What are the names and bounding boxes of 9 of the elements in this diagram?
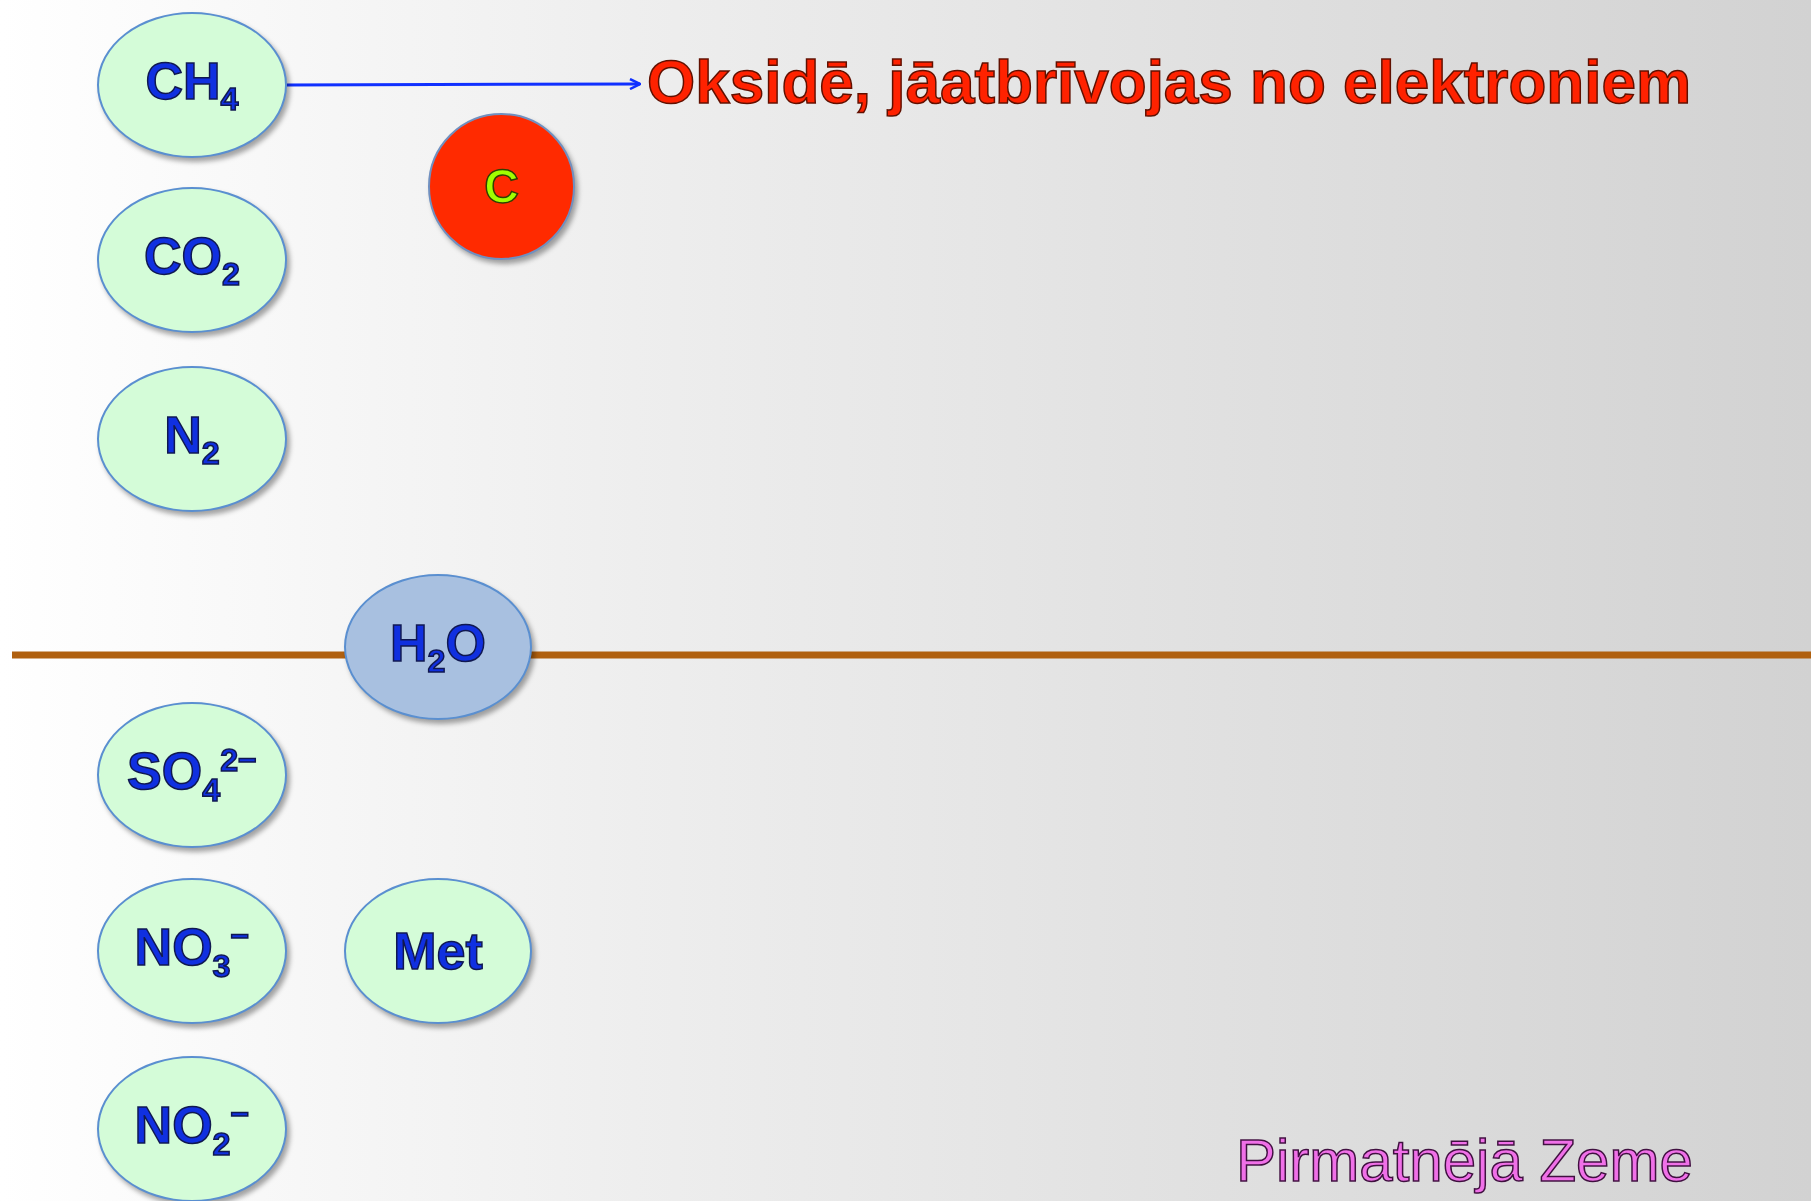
formula-text: CH$_{4}$ — [145, 54, 239, 116]
formula-text: Met — [393, 925, 483, 977]
formula-text: CO$_{2}$ — [144, 229, 240, 291]
caption-text: Pirmatnējā Zeme — [1236, 1128, 1693, 1194]
arrow — [287, 77, 642, 91]
formula-text: N$_{2}$ — [164, 408, 220, 470]
formula-text: H$_{2}$O — [390, 616, 486, 678]
heading-text: Oksidē, jāatbrīvojas no elektroniem — [647, 48, 1692, 117]
formula-text: C — [484, 162, 519, 211]
